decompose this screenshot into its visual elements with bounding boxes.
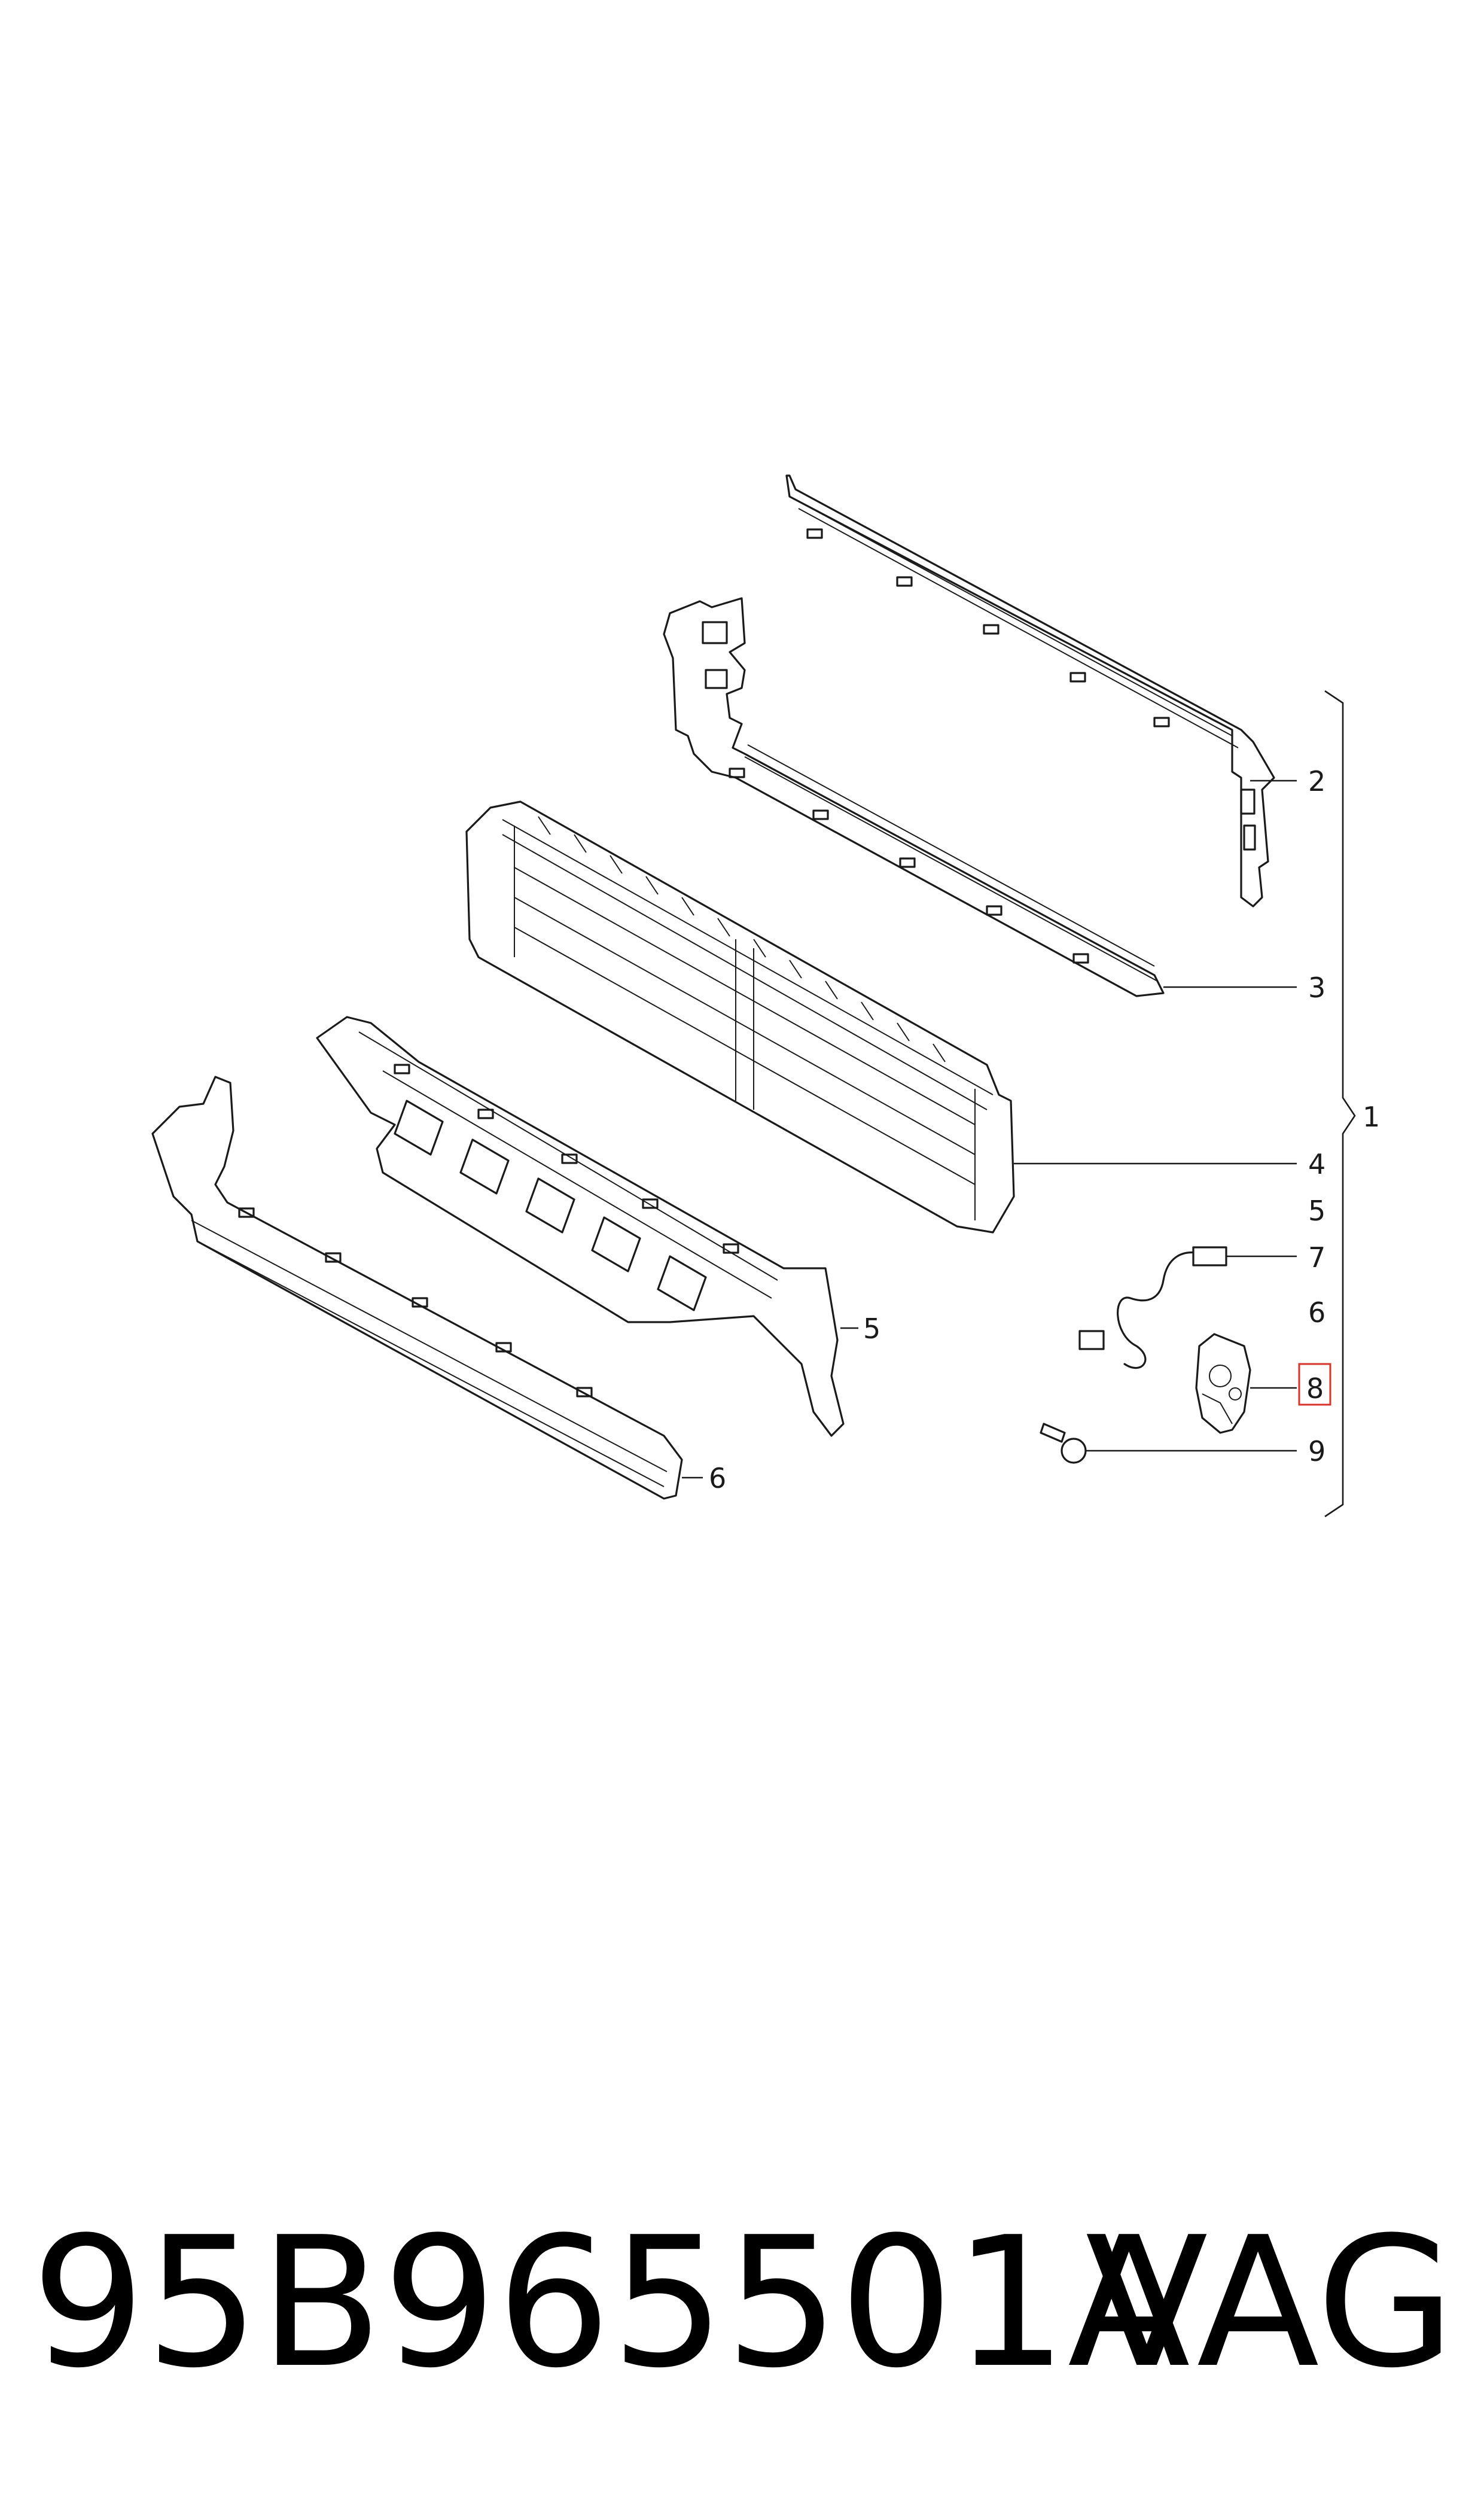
- callout-3: 3: [1308, 972, 1325, 1004]
- callout-6: 6: [1308, 1296, 1325, 1329]
- callout-1: 1: [1363, 1101, 1380, 1133]
- leader-lines: [682, 780, 1297, 1479]
- callout-2: 2: [1308, 765, 1325, 797]
- callout-6-lower-guide: 6: [709, 1462, 726, 1494]
- callout-9: 9: [1308, 1435, 1325, 1467]
- brand-label: VAG: [1085, 2199, 1455, 2407]
- callout-8: 8: [1306, 1372, 1324, 1405]
- upper-cross-member: [785, 474, 1275, 908]
- assembly-bracket: [1324, 690, 1356, 1518]
- air-guide-frame: [465, 800, 1015, 1234]
- callout-5-deflector: 5: [863, 1313, 880, 1345]
- servo-motor: [1195, 1333, 1251, 1434]
- lower-air-guide: [151, 1076, 683, 1500]
- screw: [1040, 1423, 1087, 1464]
- wiring-harness: [1078, 1246, 1227, 1369]
- callout-4: 4: [1308, 1148, 1325, 1180]
- callout-8-highlight-box: [1298, 1363, 1331, 1406]
- air-deflector: [316, 1016, 845, 1437]
- part-number-label: 95B965501A: [31, 2199, 1190, 2407]
- lower-cross-member: [663, 597, 1165, 997]
- callout-5: 5: [1308, 1195, 1325, 1227]
- callout-7: 7: [1308, 1241, 1325, 1274]
